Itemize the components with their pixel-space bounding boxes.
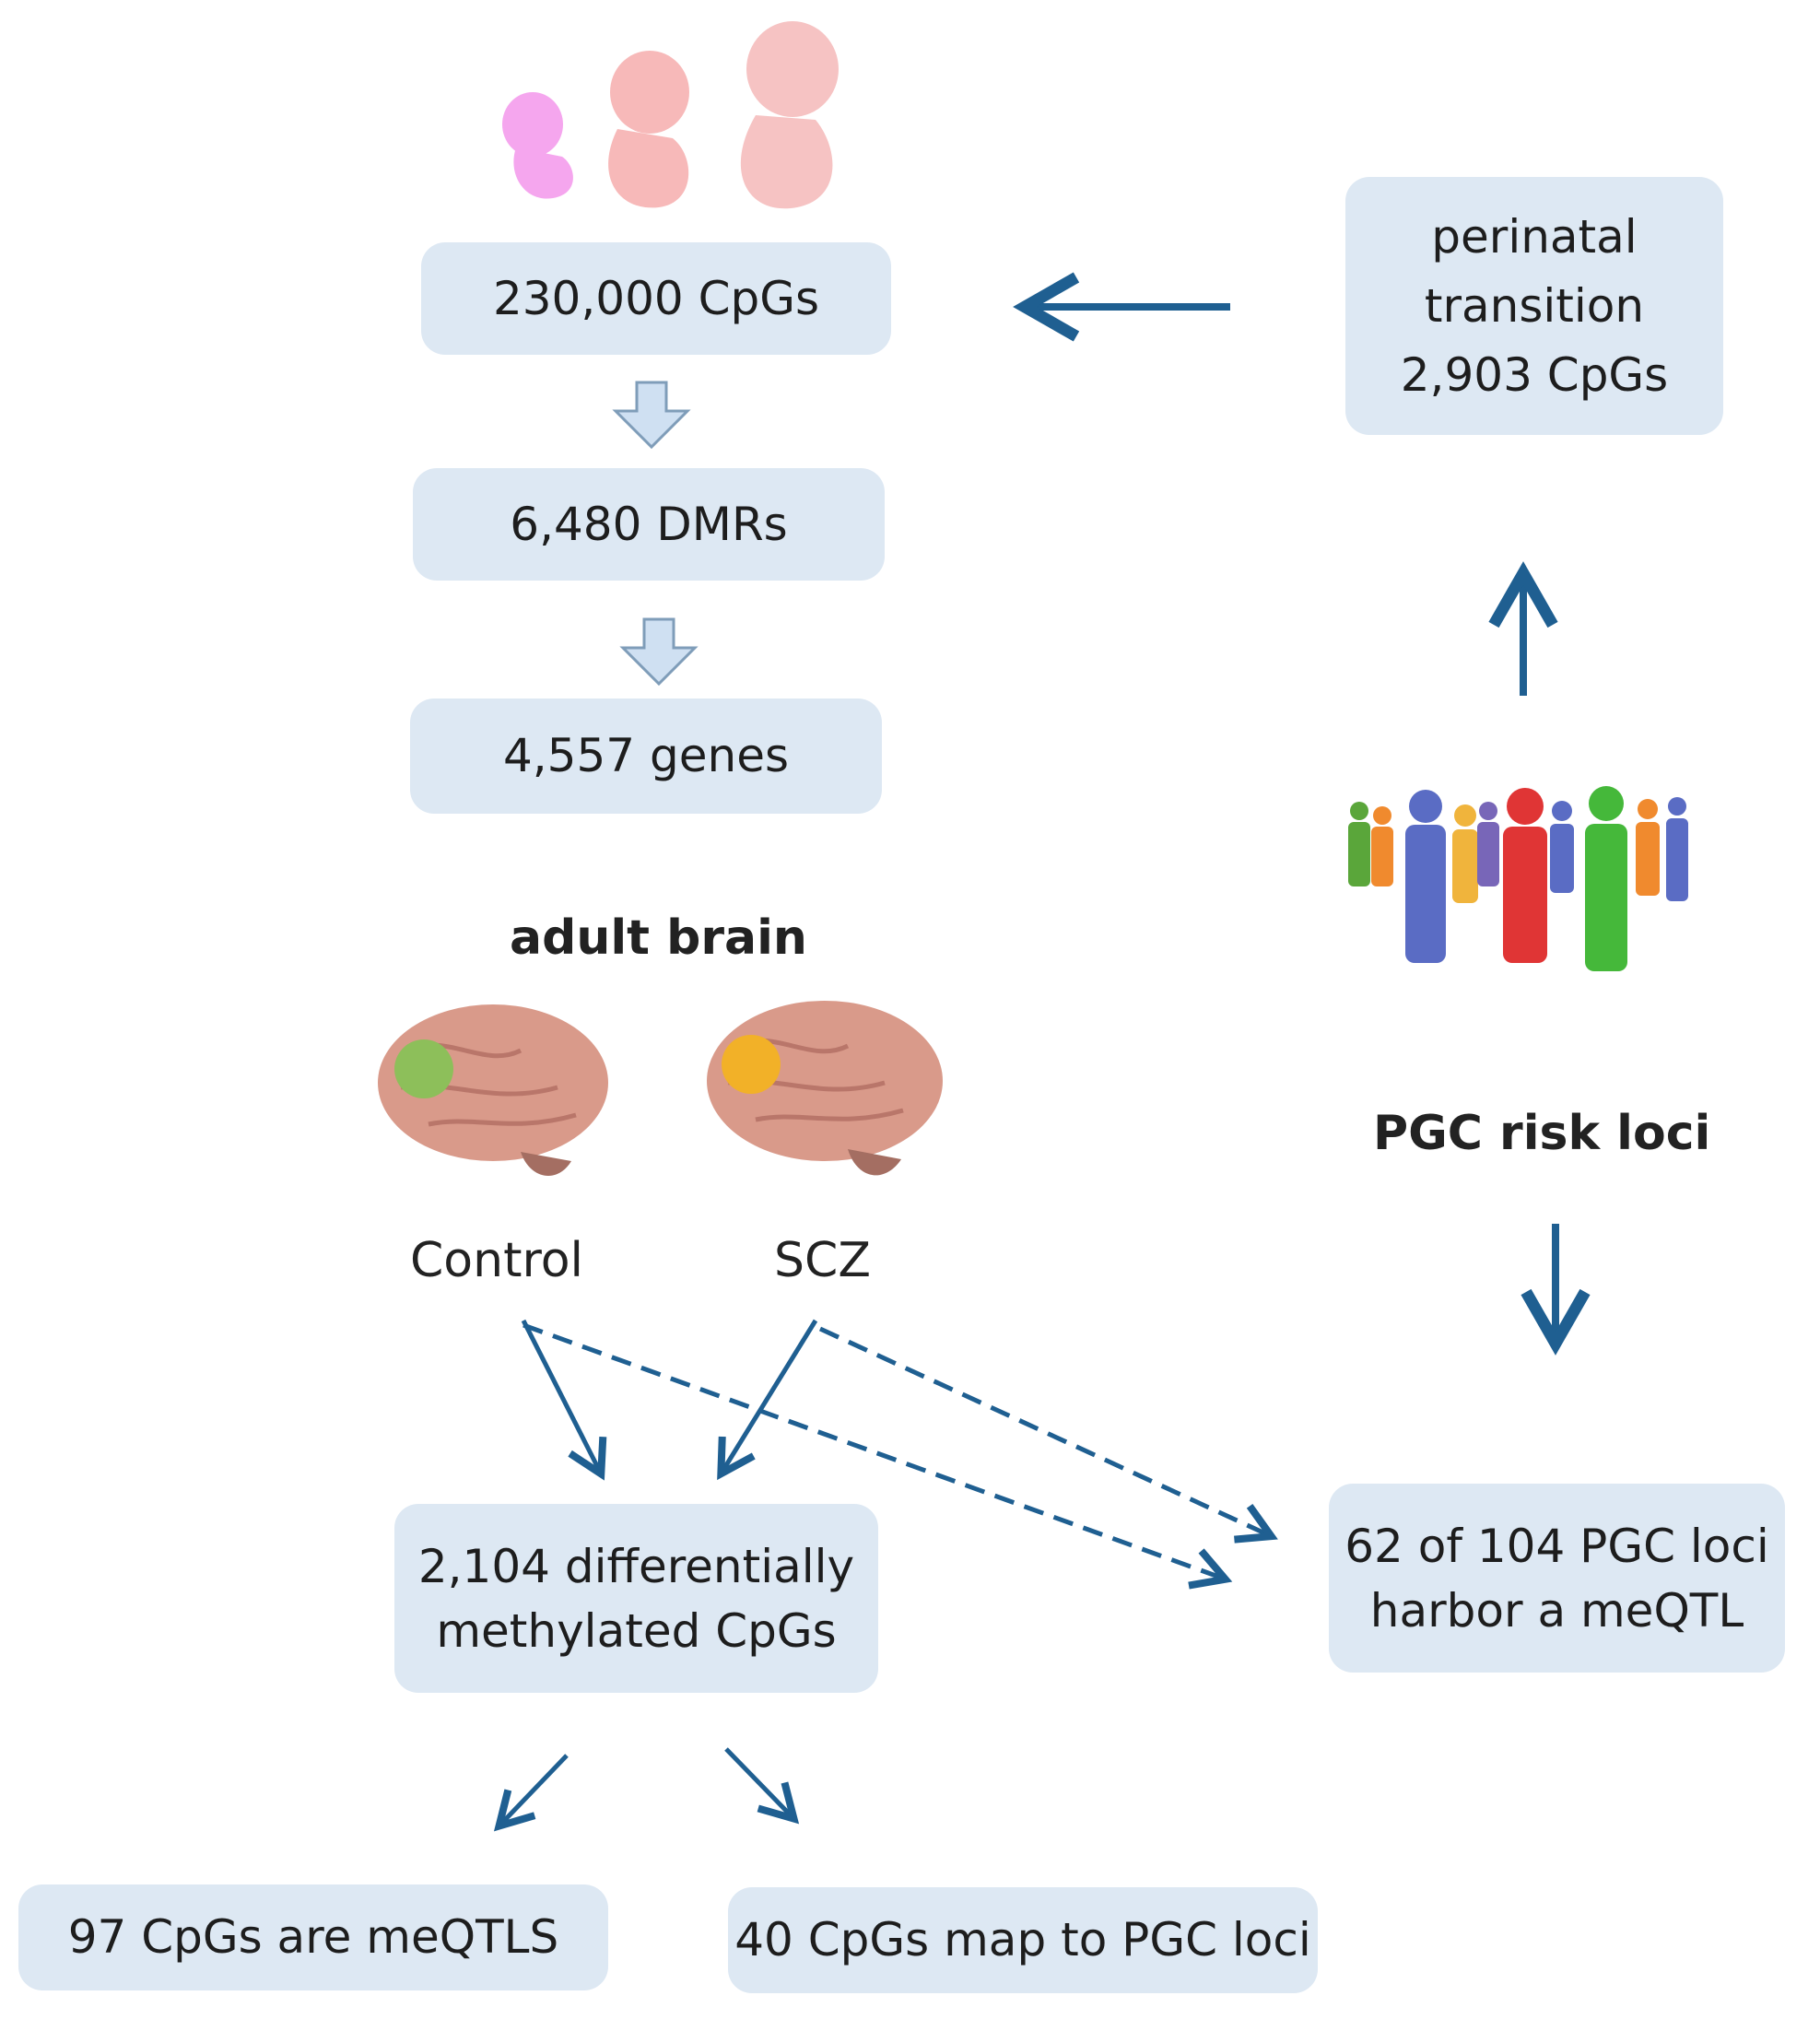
cpgs-total-text: 230,000 CpGs — [492, 271, 820, 325]
people-crowd-icon — [1348, 786, 1688, 971]
fetus-large-icon — [740, 21, 839, 209]
person-orange-right — [1636, 799, 1660, 896]
control-label: Control — [410, 1233, 583, 1288]
dashed-arrow-scz-to-meqtl — [818, 1326, 1278, 1544]
person-red-large — [1503, 788, 1547, 963]
fetus-small-icon — [502, 92, 573, 199]
genes-text: 4,557 genes — [502, 729, 790, 783]
adult-brain-label: adult brain — [510, 910, 807, 966]
pgc-risk-label: PGC risk loci — [1373, 1106, 1711, 1161]
meqtls-text: 97 CpGs are meQTLS — [67, 1910, 559, 1965]
pgc-meqtl-box: 62 of 104 PGC loci harbor a meQTL — [1329, 1484, 1785, 1673]
person-blue-mid — [1550, 801, 1574, 893]
fetus-development-icon — [502, 21, 839, 209]
block-arrow-2 — [619, 617, 699, 687]
person-green-small — [1348, 802, 1370, 886]
dmrs-box: 6,480 DMRs — [413, 468, 885, 581]
block-arrow-1 — [612, 381, 691, 450]
scz-label: SCZ — [774, 1233, 871, 1288]
arrow-control-to-dm — [521, 1319, 607, 1481]
diff-methylated-text: 2,104 differentially methylated CpGs — [417, 1539, 855, 1658]
arrow-scz-to-dm — [717, 1319, 818, 1481]
genes-box: 4,557 genes — [410, 699, 882, 814]
dmrs-text: 6,480 DMRs — [510, 497, 788, 551]
meqtls-box: 97 CpGs are meQTLS — [18, 1884, 608, 1990]
map-pgc-box: 40 CpGs map to PGC loci — [728, 1887, 1318, 1993]
brain-scz-spot — [722, 1035, 781, 1094]
map-pgc-text: 40 CpGs map to PGC loci — [734, 1913, 1311, 1967]
person-blue-large — [1405, 790, 1446, 963]
diff-methylated-box: 2,104 differentially methylated CpGs — [394, 1504, 878, 1693]
pgc-meqtl-text: 62 of 104 PGC loci harbor a meQTL — [1344, 1519, 1769, 1638]
perinatal-text: perinatal transition 2,903 CpGs — [1400, 209, 1669, 402]
brain-control-icon — [378, 1004, 608, 1177]
cpgs-total-box: 230,000 CpGs — [421, 242, 891, 355]
person-green-large — [1585, 786, 1627, 971]
person-purple — [1477, 802, 1499, 886]
arrow-dm-to-meqtls — [493, 1754, 569, 1832]
perinatal-box: perinatal transition 2,903 CpGs — [1345, 177, 1723, 435]
person-orange-small — [1371, 806, 1393, 886]
arrow-dm-to-pgc-map — [724, 1747, 800, 1825]
person-yellow — [1452, 804, 1478, 903]
fetus-medium-icon — [608, 51, 689, 208]
brain-scz-icon — [707, 1001, 943, 1176]
brain-control-spot — [394, 1039, 453, 1098]
person-blue-right — [1666, 797, 1688, 901]
